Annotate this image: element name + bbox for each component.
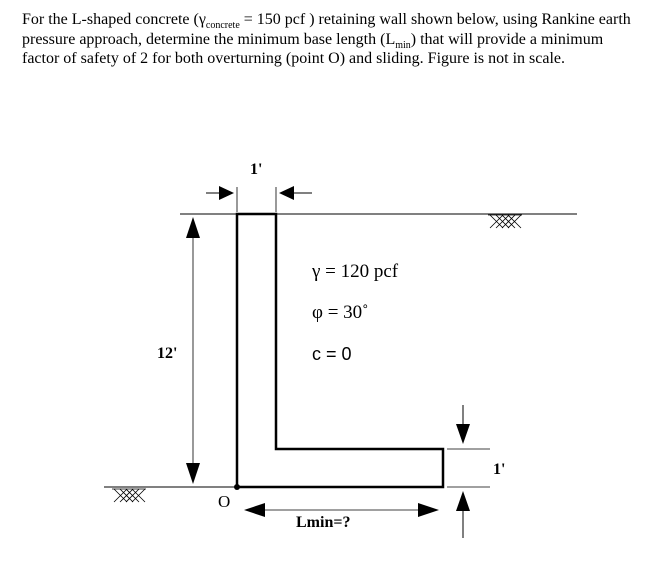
soil-cohesion: c = 0 [312,344,352,364]
base-thickness-label: 1' [493,461,505,478]
thickness-arrow-down-icon [456,424,470,444]
problem-text-3: ) that will provide a minimum factor of … [22,30,604,68]
base-arrow-right-icon [418,503,439,517]
problem-statement: For the L-shaped concrete (γconcrete = 1… [22,10,632,69]
stem-arrow-right-icon [279,186,294,200]
soil-unit-weight: γ = 120 pcf [311,261,399,282]
stem-width-label: 1' [250,161,262,178]
thickness-arrow-up-icon [456,491,470,511]
soil-hatch-icon [488,214,522,229]
base-length-label: Lmin=? [296,514,350,531]
height-arrow-up-icon [186,217,200,238]
gamma-subscript: concrete [205,20,240,32]
wall-height-label: 12' [157,345,177,362]
stem-arrow-left-icon [219,186,234,200]
point-o-marker [234,484,240,490]
l-subscript: min [395,39,411,51]
base-arrow-left-icon [244,503,265,517]
point-o-label: O [218,492,230,511]
gamma-symbol: γ [198,11,206,28]
height-arrow-down-icon [186,463,200,484]
soil-hatch-icon [112,488,146,503]
soil-friction-angle: φ = 30˚ [312,302,369,323]
problem-text-2: = 150 pcf ) retaining wall shown below, … [22,11,631,48]
problem-text-1: For the L-shaped concrete ( [22,11,199,28]
